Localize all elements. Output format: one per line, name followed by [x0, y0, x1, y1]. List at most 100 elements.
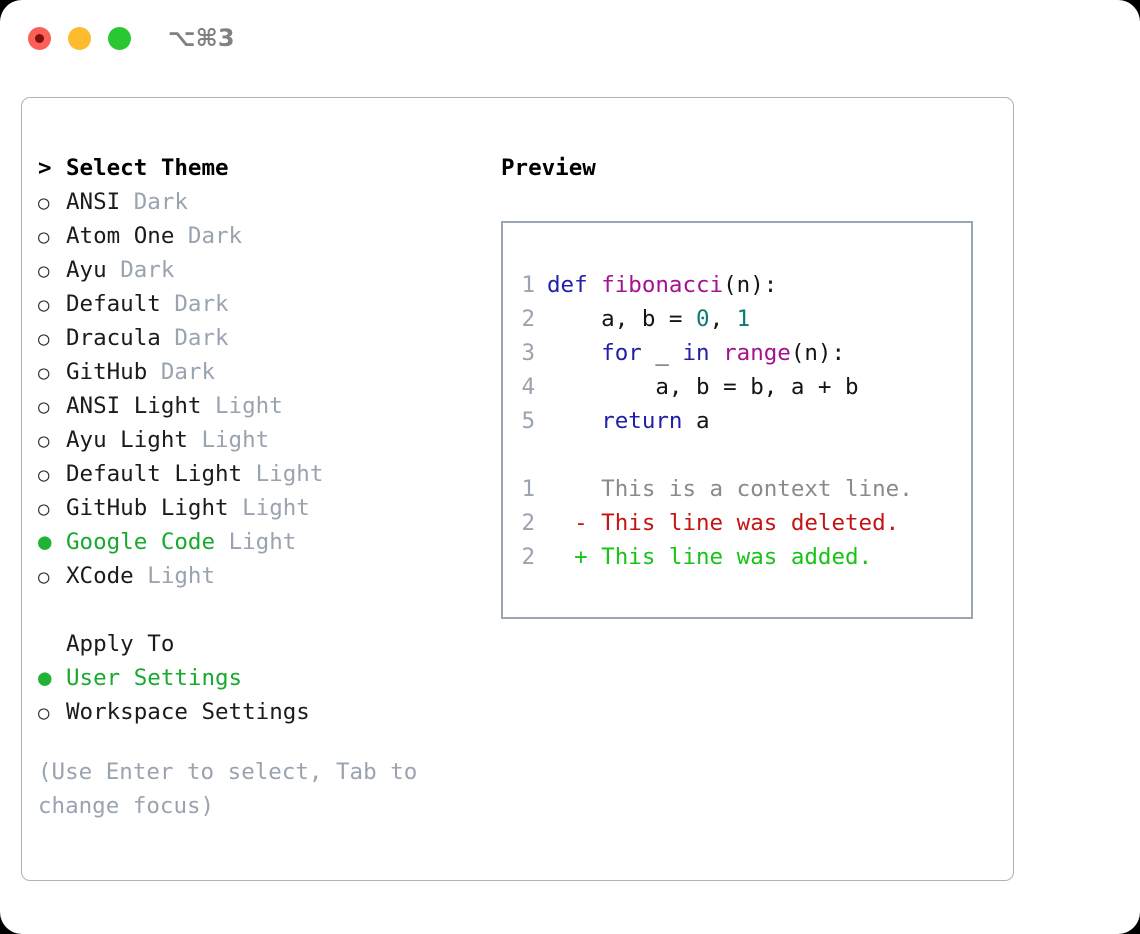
line-number: 2: [521, 510, 535, 536]
theme-list-item[interactable]: ○ ANSI Light Light: [38, 389, 468, 423]
code-text: for _ in range(n):: [535, 340, 845, 366]
theme-list-item[interactable]: ○Atom One Dark: [38, 219, 468, 253]
code-line: 2 a, b = 0, 1: [511, 302, 913, 336]
apply-to-item[interactable]: ○Workspace Settings: [38, 695, 468, 729]
line-number: 1: [521, 476, 535, 502]
code-token: 1: [736, 306, 751, 332]
theme-name: GitHub Light: [66, 495, 229, 521]
theme-variant-badge: Dark: [160, 359, 216, 385]
radio-selected-icon: ●: [38, 665, 52, 691]
code-text: def fibonacci(n):: [535, 272, 777, 298]
radio-unselected-icon: ○: [38, 498, 50, 520]
code-token: a: [682, 408, 710, 434]
theme-name: Default Light: [66, 461, 243, 487]
theme-name: Ayu Light: [66, 427, 188, 453]
code-token: for: [601, 340, 642, 366]
theme-name: Dracula: [66, 325, 161, 351]
theme-name: ANSI Light: [66, 393, 202, 419]
radio-unselected-icon: ○: [38, 260, 50, 282]
code-token: a, b =: [547, 306, 697, 332]
code-token: ,: [709, 306, 737, 332]
theme-variant-badge: Dark: [120, 257, 175, 283]
radio-unselected-icon: ○: [38, 192, 50, 214]
select-theme-heading: > Select Theme: [38, 151, 468, 185]
diff-text: - This line was deleted.: [547, 510, 900, 536]
radio-unselected-icon: ○: [38, 702, 50, 724]
code-token: in: [682, 340, 710, 366]
theme-variant-badge: Dark: [187, 223, 243, 249]
line-number: 4: [521, 374, 535, 400]
theme-variant-badge: Light: [147, 563, 216, 589]
theme-list-item[interactable]: ○ANSI Dark: [38, 185, 468, 219]
apply-to-list: ● User Settings ○Workspace Settings: [38, 661, 468, 729]
diff-text: + This line was added.: [547, 544, 873, 570]
theme-name: Ayu: [66, 257, 107, 283]
code-token: 0: [696, 306, 710, 332]
code-token: [710, 340, 724, 366]
theme-list-item[interactable]: ○Default Dark: [38, 287, 468, 321]
code-text: a, b = 0, 1: [535, 306, 750, 332]
code-line: 3 for _ in range(n):: [511, 336, 913, 370]
diff-line: 2 - This line was deleted.: [511, 506, 913, 540]
page-title: Select Theme: [66, 155, 229, 181]
minimize-button[interactable]: [68, 27, 91, 50]
diff-line: 2 + This line was added.: [511, 540, 913, 574]
close-button[interactable]: [28, 27, 51, 50]
theme-list-item[interactable]: ○ Default Light Light: [38, 457, 468, 491]
theme-variant-badge: Light: [228, 529, 297, 555]
theme-list-item[interactable]: ●Google Code Light: [38, 525, 468, 559]
recording-indicator-icon: [35, 34, 44, 43]
line-number: 3: [521, 340, 535, 366]
code-token: def: [547, 272, 602, 298]
theme-list-item[interactable]: ○Dracula Dark: [38, 321, 468, 355]
line-number: 2: [521, 544, 535, 570]
theme-variant-badge: Light: [201, 427, 270, 453]
radio-unselected-icon: ○: [38, 396, 50, 418]
radio-selected-icon: ●: [38, 529, 52, 555]
radio-unselected-icon: ○: [38, 430, 50, 452]
theme-variant-badge: Light: [215, 393, 283, 419]
theme-variant-badge: Light: [255, 461, 324, 487]
title-bar: ⌥⌘3: [0, 0, 1140, 78]
radio-unselected-icon: ○: [38, 362, 50, 384]
code-token: a, b = b, a + b: [547, 374, 859, 400]
radio-unselected-icon: ○: [38, 226, 50, 248]
code-token: [547, 408, 601, 434]
apply-to-label: Apply To: [66, 631, 175, 657]
code-token: fibonacci: [601, 272, 724, 298]
code-text: return a: [535, 408, 710, 434]
zoom-button[interactable]: [108, 27, 131, 50]
theme-name: Default: [66, 291, 161, 317]
apply-to-item[interactable]: ● User Settings: [38, 661, 468, 695]
keyboard-hint: (Use Enter to select, Tab to change focu…: [38, 759, 418, 819]
code-token: (n):: [723, 272, 778, 298]
prompt-marker: >: [38, 155, 52, 181]
theme-list-item[interactable]: ○ XCode Light: [38, 559, 468, 593]
radio-unselected-icon: ○: [38, 566, 50, 588]
line-number: 1: [521, 272, 535, 298]
theme-list-item[interactable]: ○ Ayu Dark: [38, 253, 468, 287]
theme-picker-panel: >Select Theme ○ANSI Dark○Atom One Dark○A…: [38, 151, 468, 729]
diff-text: This is a context line.: [547, 476, 913, 502]
content-frame: >Select Theme ○ANSI Dark○Atom One Dark○A…: [21, 97, 1014, 881]
code-token: range: [723, 340, 791, 366]
code-text: a, b = b, a + b: [535, 374, 859, 400]
theme-name: GitHub: [66, 359, 148, 385]
keyboard-shortcut-label: ⌥⌘3: [168, 24, 235, 52]
theme-list-item[interactable]: ○ GitHub Dark: [38, 355, 468, 389]
radio-unselected-icon: ○: [38, 464, 50, 486]
code-token: _: [641, 340, 683, 366]
theme-list-item[interactable]: ○ Ayu Light Light: [38, 423, 468, 457]
theme-variant-badge: Light: [242, 495, 310, 521]
theme-name: XCode: [66, 563, 134, 589]
preview-heading: Preview: [501, 155, 596, 181]
apply-to-label-text: User Settings: [66, 665, 243, 691]
blank-marker: ○: [38, 627, 66, 661]
theme-list-item[interactable]: ○ GitHub Light Light: [38, 491, 468, 525]
theme-variant-badge: Dark: [174, 325, 229, 351]
radio-unselected-icon: ○: [38, 294, 50, 316]
